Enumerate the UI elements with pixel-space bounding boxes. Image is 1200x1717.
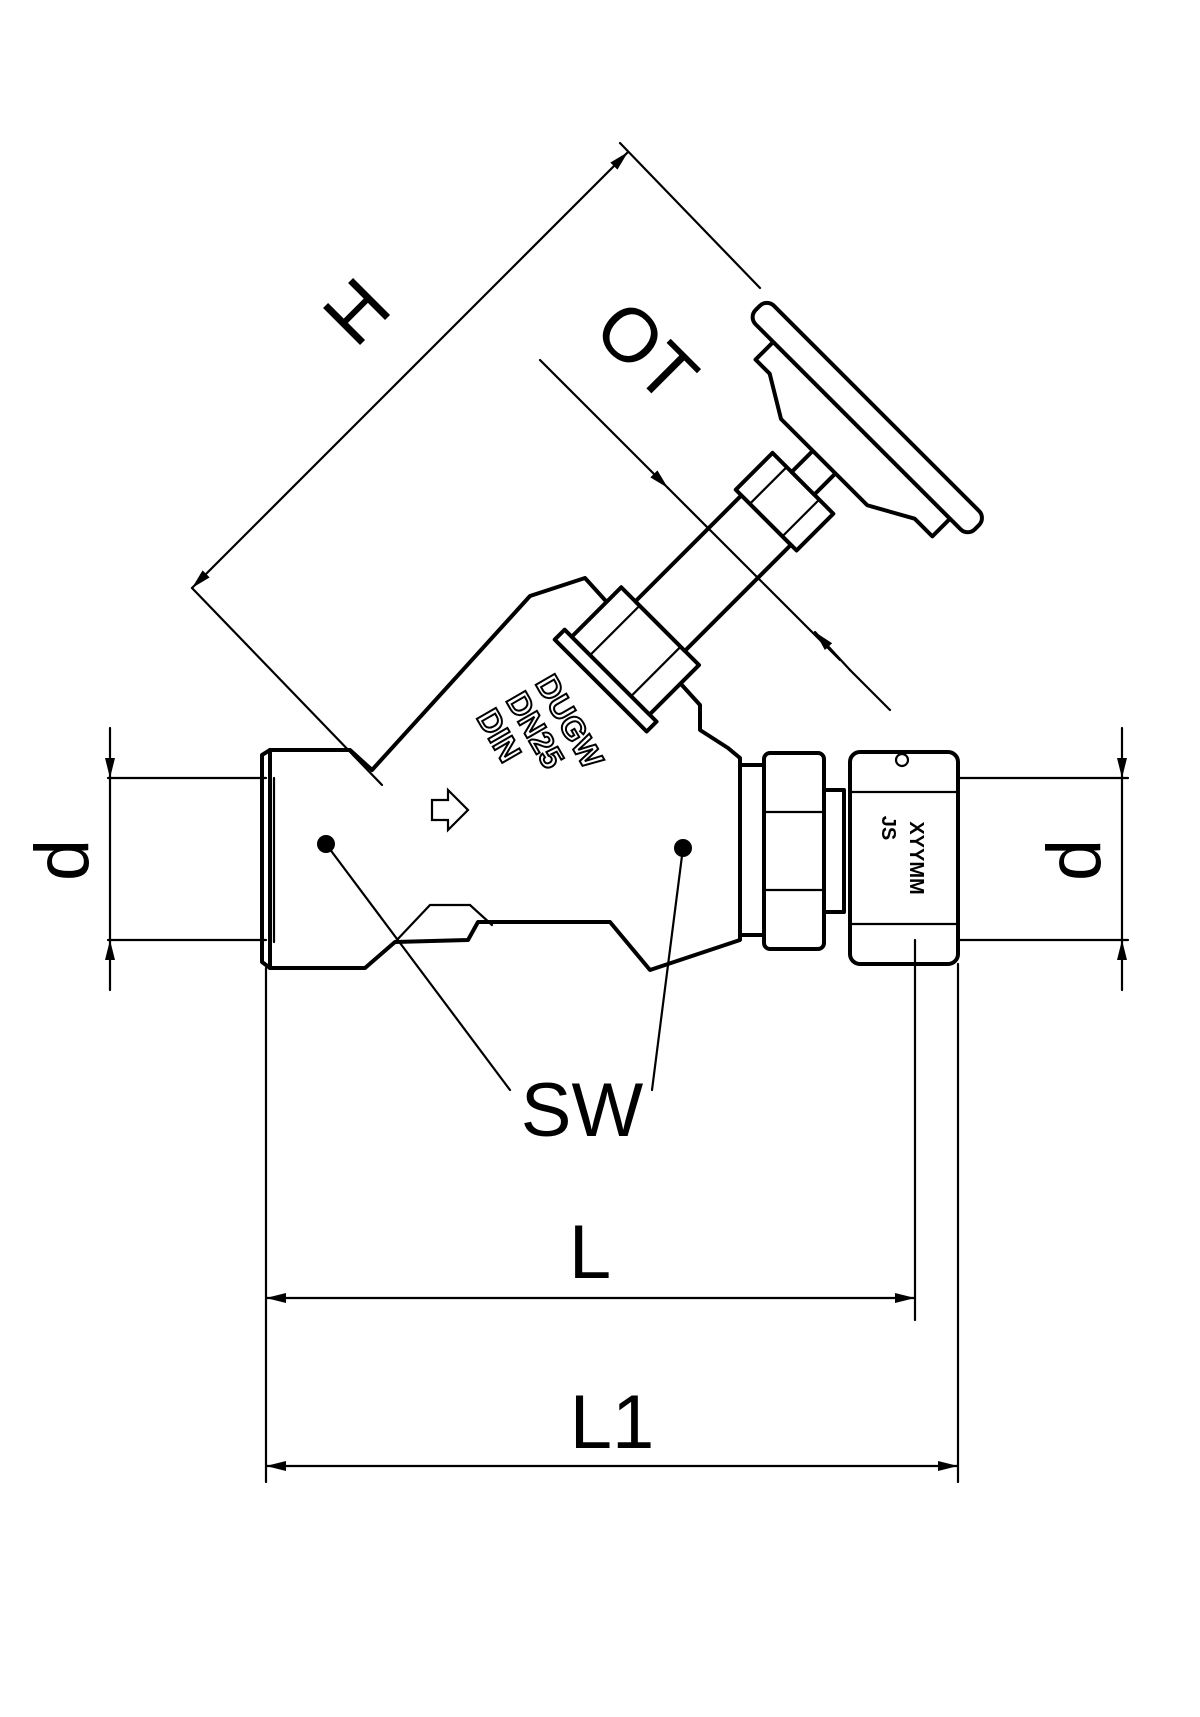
dimension-d-right: d xyxy=(956,726,1130,992)
dimension-label-l: L xyxy=(569,1210,611,1295)
dimension-d-left: d xyxy=(20,726,268,992)
nut-marking-line1: JS xyxy=(877,816,899,840)
union-hex-nut xyxy=(762,751,826,951)
dimension-label-d-left: d xyxy=(20,839,105,881)
bonnet-assembly xyxy=(552,300,984,734)
dimension-label-d-right: d xyxy=(1032,839,1117,881)
nut-marking-line2: XYYMM xyxy=(905,821,927,894)
dimension-label-ot: OT xyxy=(579,285,714,420)
flow-arrow-icon xyxy=(430,787,470,833)
body-left-cap xyxy=(260,748,272,970)
dimension-l1: L1 xyxy=(264,962,960,1484)
dimension-label-l1: L1 xyxy=(570,1380,655,1465)
dimension-sw: SW xyxy=(324,842,685,1153)
nut-marking: JS XYYMM xyxy=(877,816,927,895)
coupling-nut-hole xyxy=(894,752,910,768)
handwheel-rim xyxy=(750,300,984,535)
union-spacer xyxy=(822,788,846,914)
union-collar xyxy=(738,763,766,937)
body-waist-detail xyxy=(393,903,494,944)
union-fitting: JS XYYMM xyxy=(738,750,960,966)
dimension-label-sw: SW xyxy=(521,1068,644,1153)
dimension-l: L xyxy=(264,938,917,1484)
dimension-label-h: H xyxy=(308,263,407,362)
ot-extension xyxy=(666,486,842,662)
coupling-nut xyxy=(848,750,960,966)
